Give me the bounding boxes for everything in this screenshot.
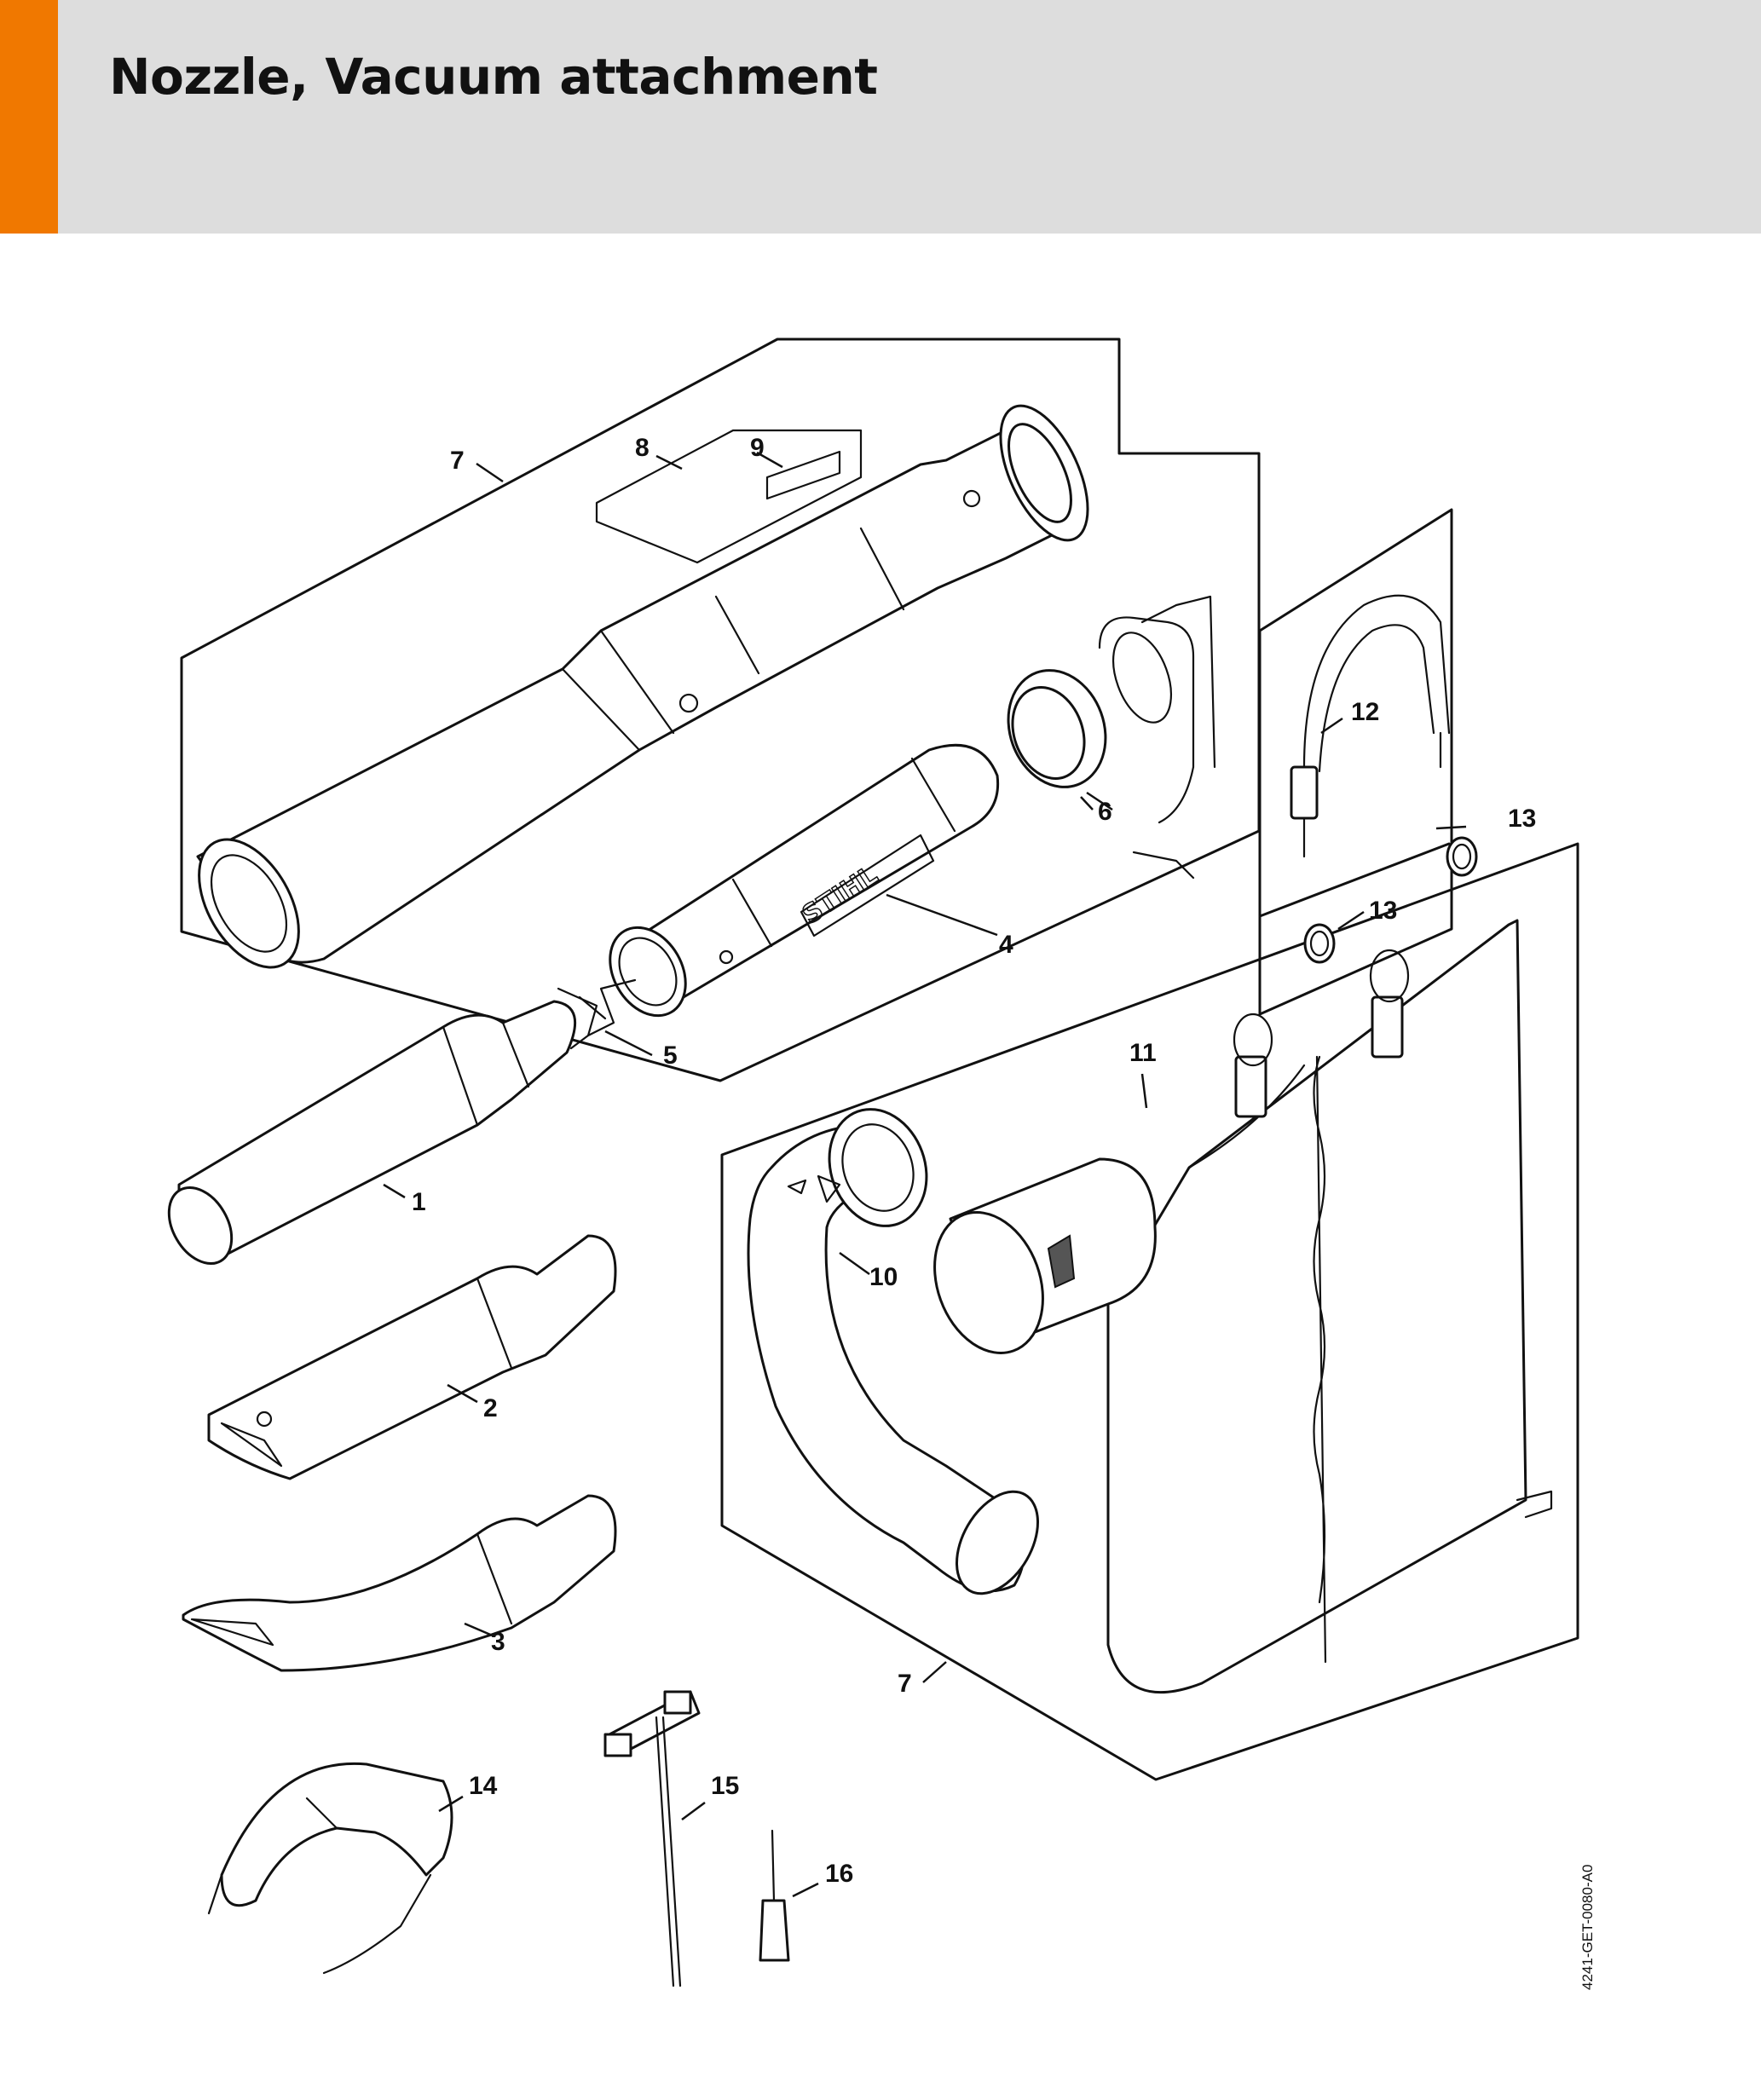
callout-3: 3 (491, 1628, 505, 1656)
callout-5: 5 (663, 1041, 678, 1070)
nozzle-curved-icon (182, 1494, 617, 1672)
callout-10: 10 (869, 1263, 898, 1291)
nozzle-tube-icon: STIHL (609, 743, 1000, 1018)
callout-9: 9 (750, 434, 765, 462)
ring-nut-icon (1007, 669, 1107, 788)
sealing-ring-icon (1303, 836, 1478, 964)
group-divider (1258, 842, 1451, 918)
nozzle-round-icon (167, 1000, 577, 1266)
bag-inlet-icon (933, 1157, 1157, 1354)
shoulder-strap-icon (1290, 594, 1451, 858)
group-frame-strap (1258, 508, 1453, 1016)
callout-labels: 7 8 9 12 6 13 13 4 5 11 1 10 2 3 7 14 15… (412, 434, 1536, 1888)
callout-4: 4 (999, 931, 1013, 959)
page-title: Nozzle, Vacuum attachment (109, 48, 878, 106)
combination-wrench-icon (603, 1690, 701, 1988)
stihl-logo-panel (800, 834, 935, 938)
blower-housing-outline (1098, 595, 1216, 880)
callout-15: 15 (711, 1772, 739, 1800)
header-bar (0, 0, 1761, 234)
label-bracket (595, 429, 863, 564)
callout-1: 1 (412, 1188, 426, 1216)
callout-8: 8 (635, 434, 650, 462)
callout-6: 6 (1098, 798, 1112, 826)
safety-glasses-icon (207, 1762, 453, 1975)
callout-16: 16 (825, 1860, 853, 1888)
callout-7-bottom: 7 (898, 1670, 912, 1698)
callout-7-top: 7 (450, 447, 465, 475)
group-frame-blower-tube (180, 338, 1261, 1082)
group-frame-vacuum-bag (720, 842, 1579, 1781)
header-accent-stripe (0, 0, 58, 234)
nozzle-flat-icon (207, 1234, 617, 1480)
callout-13-upper: 13 (1508, 805, 1536, 833)
callout-11: 11 (1129, 1039, 1157, 1067)
callout-14: 14 (469, 1772, 498, 1800)
blower-tube-icon (196, 404, 1089, 969)
callout-2: 2 (483, 1394, 498, 1422)
callout-13-lower: 13 (1369, 897, 1397, 925)
callout-12: 12 (1351, 698, 1379, 726)
leader-lines (383, 451, 1467, 1898)
elbow-hose-icon (747, 1108, 1039, 1595)
collection-bag-icon (1106, 919, 1553, 1694)
screwdriver-icon (759, 1829, 790, 1962)
figure-code: 4241-GET-0080-A0 (1579, 1865, 1596, 1990)
swirl-insert-icon (557, 978, 637, 1050)
label-sticker-icon (765, 450, 841, 500)
